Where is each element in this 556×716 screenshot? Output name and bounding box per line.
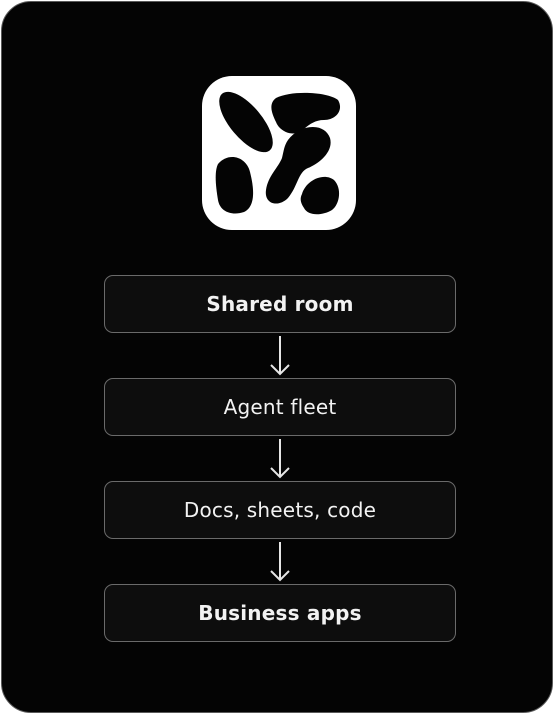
down-arrow-icon <box>269 542 291 584</box>
flow-step-docs-sheets-code: Docs, sheets, code <box>104 481 456 539</box>
flow-step-shared-room: Shared room <box>104 275 456 333</box>
organic-blob-logo-icon <box>202 76 356 230</box>
flow-step-label: Business apps <box>198 601 362 625</box>
flow-step-label: Docs, sheets, code <box>183 498 377 522</box>
down-arrow-icon <box>269 336 291 378</box>
flow-step-business-apps: Business apps <box>104 584 456 642</box>
down-arrow-icon <box>269 439 291 481</box>
flow-step-agent-fleet: Agent fleet <box>104 378 456 436</box>
flow-step-label: Agent fleet <box>223 395 337 419</box>
flow-step-label: Shared room <box>206 292 354 316</box>
